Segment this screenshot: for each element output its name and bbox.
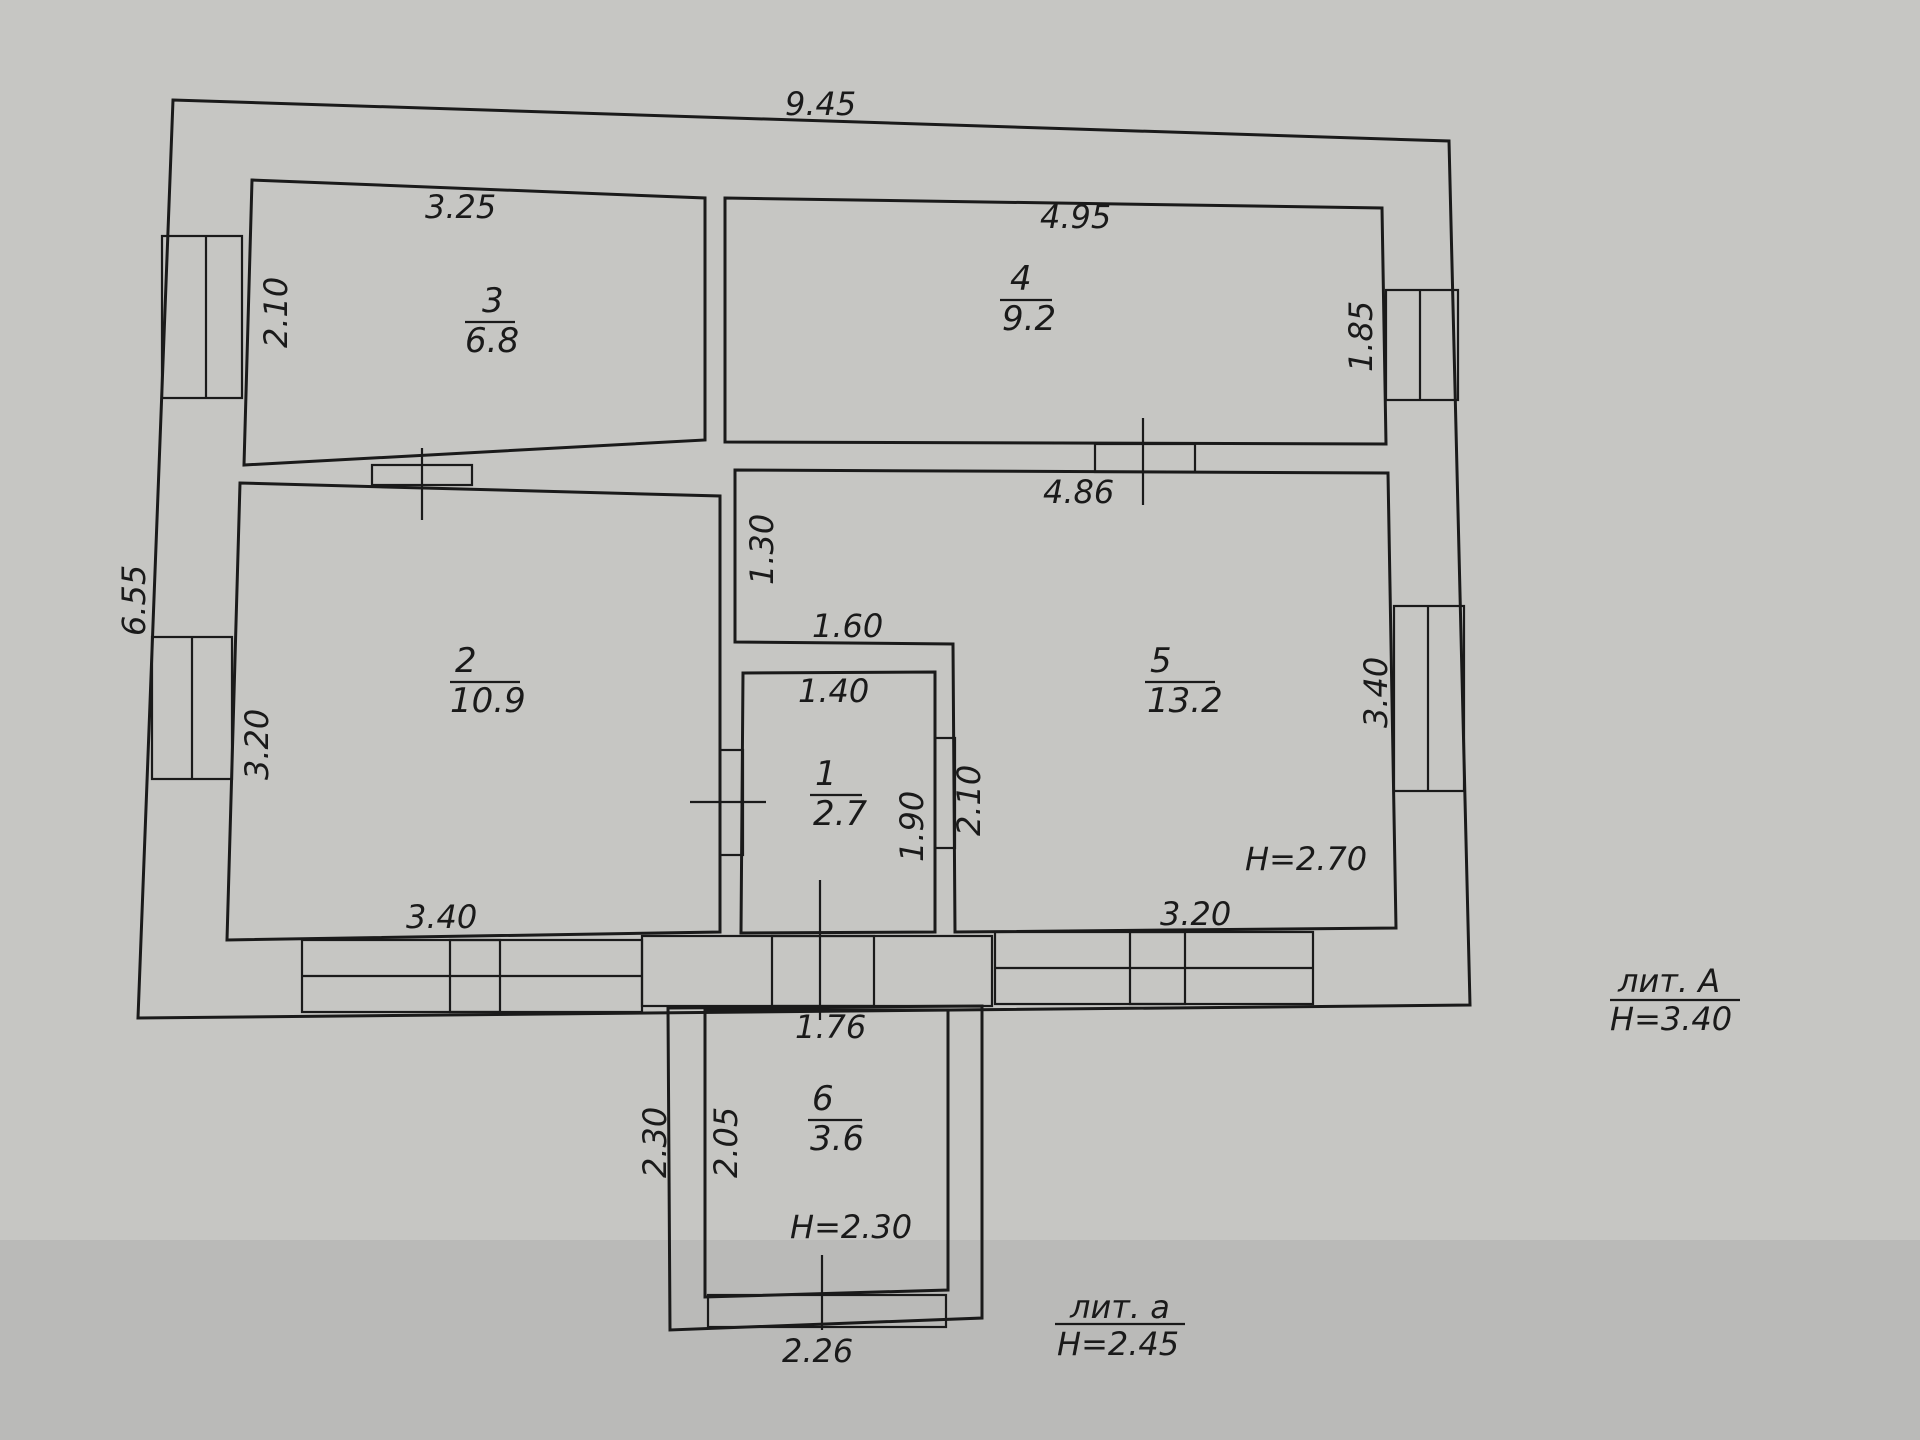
window [160,234,244,400]
height-main-room: H=2.70 [1245,840,1367,878]
room-3-outline [242,178,707,467]
paper-shadow [0,1240,1920,1440]
dim-porch-top: 1.76 [795,1008,866,1046]
dim-r1-top: 1.40 [798,672,869,710]
room-area: 3.6 [810,1119,864,1159]
dim-r2-bottom: 3.40 [406,898,477,936]
window [706,1293,948,1329]
room-area: 13.2 [1147,681,1223,721]
legend-height: H=3.40 [1610,1000,1732,1038]
height-porch: H=2.30 [790,1208,912,1246]
outer-wall [136,98,1472,1020]
door-markers [420,418,1145,1330]
window [1384,288,1460,402]
room-area: 6.8 [465,321,519,361]
dim-r3-height: 2.10 [257,277,295,348]
dim-r5-bottom: 3.20 [1160,895,1231,933]
room-number: 1 [815,754,837,794]
room-2-outline [225,481,722,942]
dim-porch-inner: 2.05 [707,1107,745,1178]
dim-r1-right: 2.10 [950,765,988,836]
dim-r3-width: 3.25 [425,188,496,226]
dim-porch-bottom: 2.26 [782,1332,853,1370]
legend-lit: лит. А [1617,962,1720,1000]
room-number: 5 [1150,641,1172,681]
dim-r2-height: 3.20 [238,709,276,780]
dim-porch-outer: 2.30 [636,1107,674,1178]
dim-r5-height: 3.40 [1357,657,1395,728]
room-1-outline [739,670,937,935]
porch-inner-wall [703,1008,950,1299]
room-5-label: 5 13.2 [1145,641,1223,721]
room-number: 2 [455,641,477,681]
dim-r5-top: 4.86 [1043,473,1114,511]
legend-height: H=2.45 [1057,1325,1179,1363]
room-4-outline [723,196,1388,446]
room-3-label: 3 6.8 [465,281,519,361]
legend-lit: лит. а [1069,1288,1170,1326]
dim-r4-width: 4.95 [1040,198,1111,236]
dim-overall-width: 6.55 [115,565,153,636]
room-1-label: 1 2.7 [810,754,867,834]
legend-lit-a-main: лит. А H=3.40 [1610,962,1740,1038]
dim-r5-recess-height: 1.30 [743,514,781,585]
room-6-label: 6 3.6 [808,1079,864,1159]
dim-r5-recess-width: 1.60 [812,607,883,645]
room-5-outline [733,468,1398,934]
room-area: 2.7 [813,794,867,834]
wall-piers [370,442,1197,1014]
room-number: 3 [482,281,504,321]
room-number: 4 [1010,259,1032,299]
room-number: 6 [812,1079,834,1119]
legend-lit-a-porch: лит. а H=2.45 [1055,1288,1185,1363]
room-2-label: 2 10.9 [450,641,526,721]
dim-r4-height: 1.85 [1342,301,1380,372]
room-4-label: 4 9.2 [1000,259,1056,339]
room-area: 9.2 [1002,299,1056,339]
dim-r1-height: 1.90 [893,791,931,862]
room-area: 10.9 [450,681,526,721]
dim-overall-length: 9.45 [785,85,856,123]
